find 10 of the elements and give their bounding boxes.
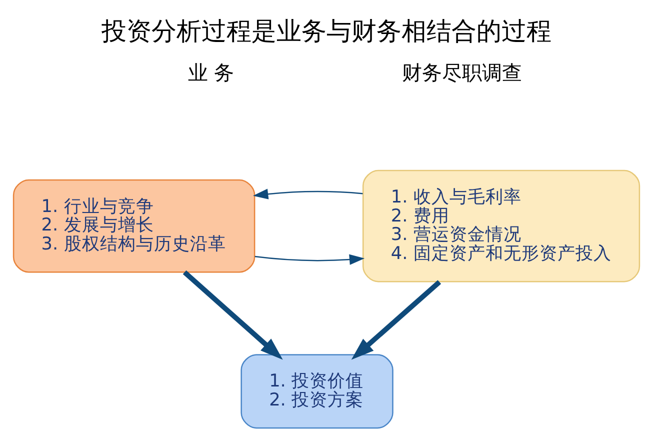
node-box: 1. 投资价值 2. 投资方案 bbox=[240, 354, 394, 428]
arrow bbox=[182, 270, 283, 360]
node-box: 1. 行业与竞争 2. 发展与增长 3. 股权结构与历史沿革 bbox=[12, 178, 256, 272]
arrow bbox=[351, 280, 442, 360]
arrow bbox=[253, 188, 363, 199]
arrow bbox=[254, 254, 365, 264]
diagram-title: 投资分析过程是业务与财务相结合的过程 bbox=[102, 16, 552, 45]
node-box: 1. 收入与毛利率 2. 费用 3. 营运资金情况 4. 固定资产和无形资产投入 bbox=[362, 169, 640, 282]
label: 财务尽职调查 bbox=[402, 60, 522, 84]
label: 业 务 bbox=[188, 60, 234, 84]
